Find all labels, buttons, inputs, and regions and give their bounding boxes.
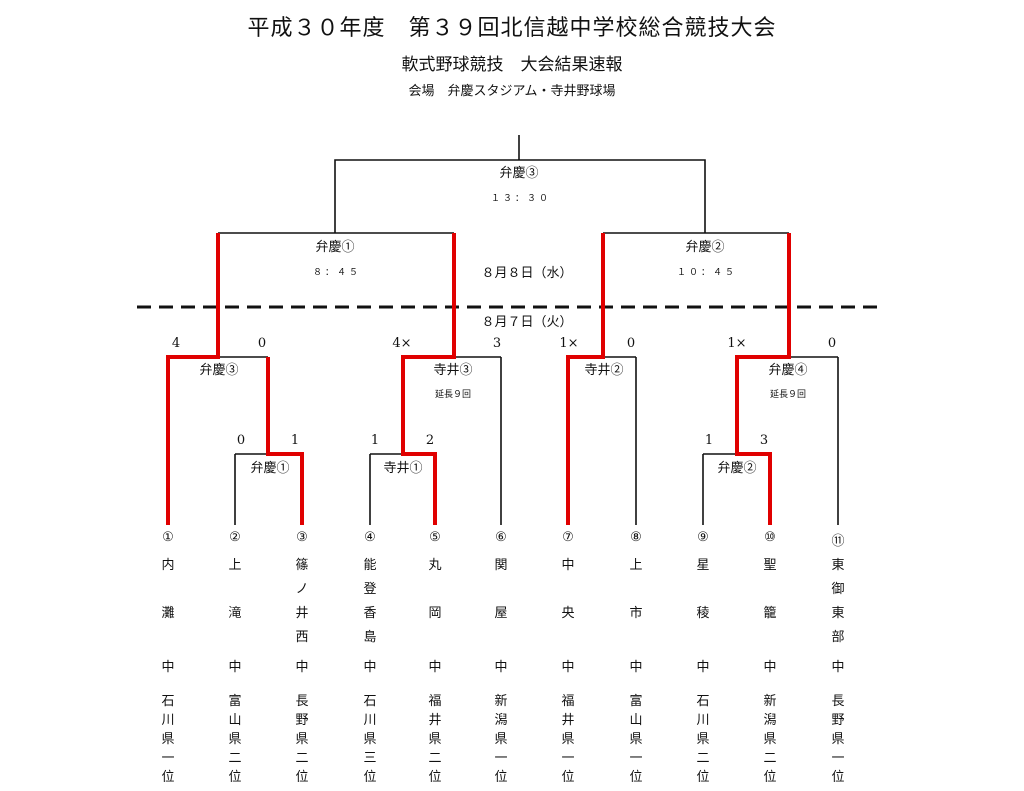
page-subtitle: 軟式野球競技 大会結果速報 [401, 55, 623, 75]
winner-paths [166, 233, 791, 525]
qf4-venue: 弁慶④ [768, 363, 808, 378]
r1c-score-left: 1 [704, 433, 714, 448]
final-time: １３：３０ [490, 194, 552, 204]
r1a-score-left: 0 [236, 433, 246, 448]
qf1-score-right: 0 [257, 336, 267, 351]
r1b-score-left: 1 [370, 433, 380, 448]
r1c-venue: 弁慶② [717, 461, 757, 476]
qf2-score-right: 3 [492, 336, 502, 351]
semifinal-1-venue: 弁慶① [315, 240, 355, 255]
qf2-venue: 寺井③ [433, 363, 473, 378]
qf1-score-left: 4 [171, 336, 181, 351]
r1c-score-right: 3 [759, 433, 769, 448]
r1b-venue: 寺井① [383, 461, 423, 476]
r1a-venue: 弁慶① [250, 461, 290, 476]
qf2-note: 延長９回 [434, 390, 472, 400]
qf3-score-right: 0 [626, 336, 636, 351]
qf2-score-left: 4× [392, 336, 412, 351]
page-title: 平成３０年度 第３９回北信越中学校総合競技大会 [247, 16, 777, 41]
qf3-score-left: 1× [559, 336, 579, 351]
semifinal-1-time: ８：４５ [312, 268, 362, 278]
r1b-score-right: 2 [425, 433, 435, 448]
semifinal-2-venue: 弁慶② [685, 240, 725, 255]
qf4-score-right: 0 [827, 336, 837, 351]
venue-line: 会場 弁慶スタジアム・寺井野球場 [408, 84, 616, 99]
qf4-note: 延長９回 [769, 390, 807, 400]
date-day1: ８月７日（火） [481, 315, 573, 330]
qf4-score-left: 1× [727, 336, 747, 351]
qf1-venue: 弁慶③ [199, 363, 239, 378]
semifinal-2-time: １０：４５ [676, 268, 738, 278]
final-venue: 弁慶③ [499, 166, 539, 181]
r1a-score-right: 1 [290, 433, 300, 448]
qf3-venue: 寺井② [584, 363, 624, 378]
date-day2: ８月８日（水） [481, 266, 573, 281]
